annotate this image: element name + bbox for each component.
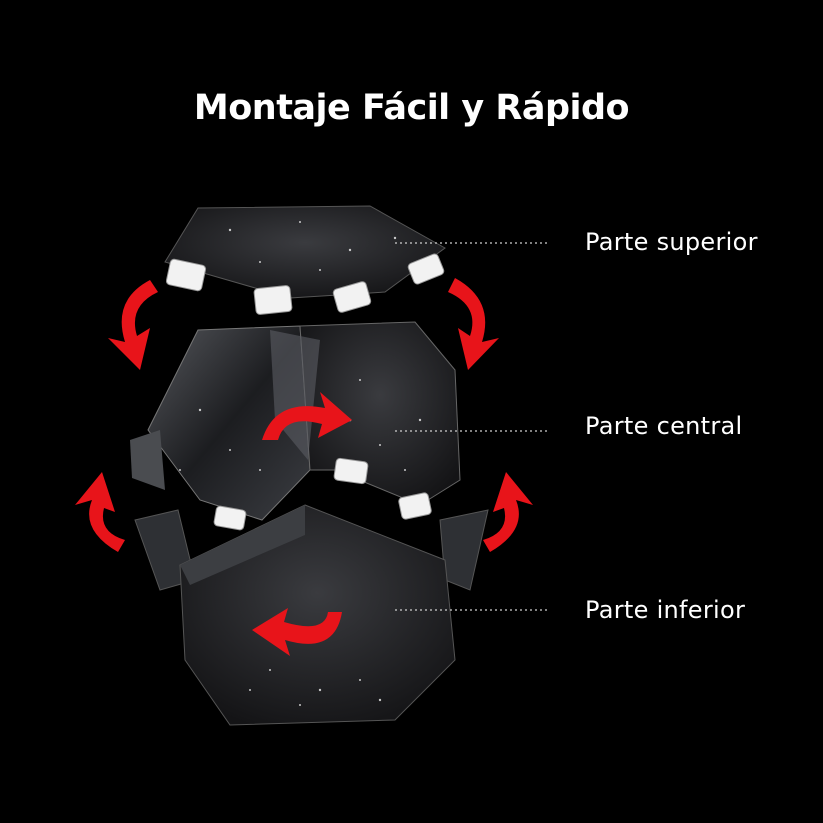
arrow-top-right-icon [448,278,499,370]
arrow-bottom-curve-icon [252,608,342,656]
top-piece [164,205,446,315]
bottom-piece [134,504,489,726]
arrow-top-left-icon [108,280,158,370]
page-title: Montaje Fácil y Rápido [193,88,630,128]
arrow-bottom-right-icon [483,472,533,552]
middle-tabs [213,457,432,531]
label-middle-part: Parte central [585,412,743,440]
arrow-middle-curve-icon [262,392,352,440]
label-bottom-part: Parte inferior [585,596,746,624]
label-top-part: Parte superior [585,228,758,256]
middle-piece [130,321,461,531]
rotation-arrows [75,278,533,656]
top-tabs [165,253,445,315]
arrow-bottom-left-icon [75,472,125,552]
leader-lines [395,242,548,611]
